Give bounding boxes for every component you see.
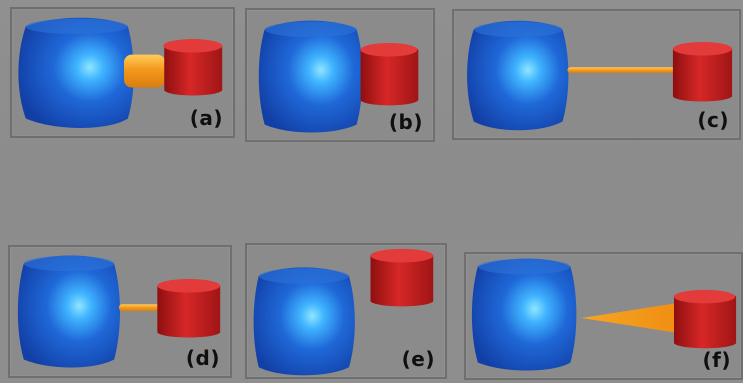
panel-d-scene bbox=[17, 255, 221, 368]
orange-connector bbox=[567, 67, 675, 74]
blue-barrel-top bbox=[477, 258, 571, 275]
blue-barrel-shape bbox=[258, 20, 363, 133]
panel-f: (f) bbox=[464, 252, 743, 380]
red-cylinder-top bbox=[370, 248, 434, 263]
panel-f-scene bbox=[471, 258, 737, 371]
panel-b-label: (b) bbox=[388, 110, 423, 134]
red-cylinder-top bbox=[360, 42, 418, 57]
panel-a-label: (a) bbox=[189, 106, 223, 130]
blue-barrel-top bbox=[25, 18, 128, 35]
red-cylinder-shape bbox=[673, 291, 737, 349]
red-cylinder-top bbox=[673, 289, 736, 304]
red-cylinder-top bbox=[157, 279, 221, 293]
red-cylinder-top bbox=[672, 42, 733, 56]
panel-e-label: (e) bbox=[401, 347, 435, 371]
panel-b-scene bbox=[258, 20, 419, 133]
panel-c: (c) bbox=[452, 9, 741, 140]
blue-barrel-shape bbox=[471, 258, 577, 371]
blue-barrel-top bbox=[258, 268, 349, 284]
blue-barrel-shape bbox=[253, 267, 355, 376]
red-cylinder-shape bbox=[672, 43, 733, 102]
panel-e: (e) bbox=[245, 243, 447, 379]
red-cylinder-shape bbox=[370, 250, 434, 307]
red-cylinder-shape bbox=[164, 40, 223, 96]
blue-barrel-shape bbox=[18, 17, 134, 129]
orange-connector bbox=[119, 304, 161, 312]
red-cylinder-shape bbox=[360, 44, 419, 106]
panel-a-scene bbox=[18, 17, 223, 129]
panel-b: (b) bbox=[245, 8, 435, 142]
orange-connector bbox=[581, 303, 675, 333]
panel-c-label: (c) bbox=[697, 108, 729, 132]
panel-d-label: (d) bbox=[185, 346, 220, 370]
blue-barrel-top bbox=[473, 21, 563, 38]
blue-barrel-shape bbox=[17, 255, 120, 368]
red-cylinder-top bbox=[163, 39, 223, 53]
panel-f-label: (f) bbox=[702, 348, 731, 372]
panel-e-scene bbox=[253, 248, 434, 376]
blue-barrel-top bbox=[264, 21, 357, 38]
blue-barrel-top bbox=[23, 255, 115, 272]
blue-barrel-shape bbox=[467, 20, 569, 131]
panel-c-scene bbox=[467, 20, 733, 131]
orange-connector bbox=[123, 54, 166, 88]
panel-a: (a) bbox=[10, 7, 235, 138]
red-cylinder-shape bbox=[157, 280, 221, 338]
panel-d: (d) bbox=[8, 245, 232, 378]
